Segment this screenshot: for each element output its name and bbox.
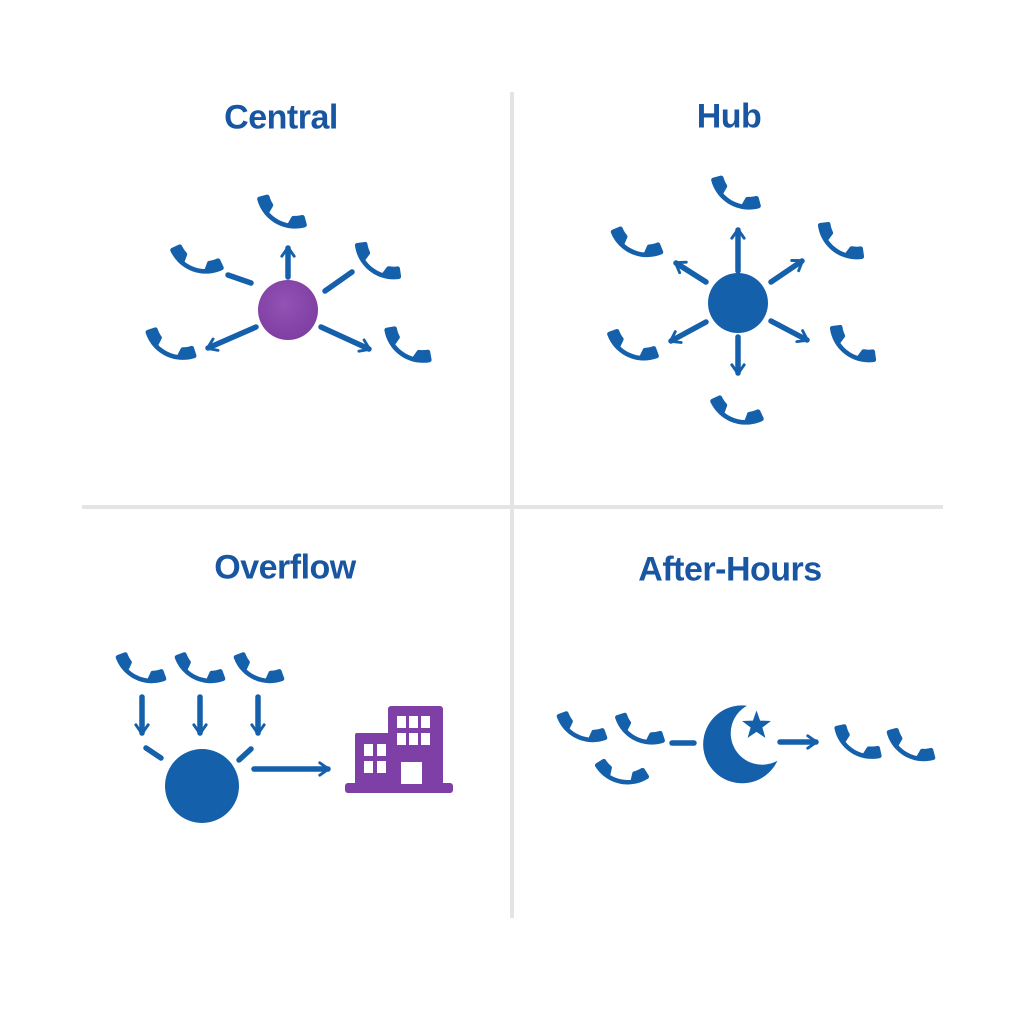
phone-icon bbox=[710, 167, 762, 219]
phone-icon bbox=[144, 317, 198, 371]
arrow-upper-right bbox=[768, 258, 805, 285]
phone-icon bbox=[594, 743, 650, 799]
phone-icon bbox=[829, 320, 877, 368]
window bbox=[397, 733, 406, 745]
building-icon bbox=[345, 706, 453, 793]
building-left-block bbox=[355, 733, 392, 787]
window bbox=[377, 744, 386, 756]
phone-icon bbox=[233, 642, 285, 694]
connector-dash-left bbox=[143, 745, 164, 761]
connector-upper-left bbox=[225, 272, 254, 286]
window bbox=[421, 733, 430, 745]
phone-icon bbox=[886, 720, 936, 770]
overflow-diagram bbox=[115, 642, 453, 823]
central-diagram bbox=[144, 186, 432, 371]
arrow-lower-right bbox=[768, 318, 810, 344]
star-icon bbox=[742, 710, 771, 738]
phone-icon bbox=[169, 231, 225, 287]
hub-title: Hub bbox=[696, 97, 762, 136]
phone-icon bbox=[174, 642, 226, 694]
arrow-down-left bbox=[205, 324, 259, 352]
phone-icon bbox=[833, 717, 883, 767]
phone-icon bbox=[354, 237, 402, 285]
phone-icon bbox=[614, 703, 666, 755]
window bbox=[364, 744, 373, 756]
arrow-upper-left bbox=[673, 260, 709, 285]
phone-icon bbox=[606, 318, 660, 372]
phone-icon bbox=[115, 642, 167, 694]
moon-icon bbox=[703, 705, 778, 784]
phone-icon bbox=[256, 186, 308, 238]
blue-circle-node bbox=[165, 749, 239, 823]
hub-diagram bbox=[606, 167, 877, 438]
connector-dash-right bbox=[236, 746, 254, 763]
central-title: Central bbox=[224, 98, 338, 137]
after-hours-title: After-Hours bbox=[638, 550, 822, 589]
window bbox=[377, 761, 386, 773]
phone-icon bbox=[709, 382, 765, 438]
after-hours-diagram bbox=[556, 701, 936, 799]
purple-circle-node bbox=[258, 280, 318, 340]
building-base bbox=[345, 783, 453, 793]
window bbox=[397, 716, 406, 728]
arrow-lower-left bbox=[668, 319, 709, 344]
phone-icon bbox=[610, 215, 664, 269]
phone-icon bbox=[384, 321, 432, 369]
connector-upper-right bbox=[322, 269, 355, 294]
window bbox=[409, 733, 418, 745]
overflow-title: Overflow bbox=[214, 548, 356, 587]
door bbox=[401, 762, 422, 784]
phone-icon bbox=[817, 217, 865, 265]
arrow-down-right bbox=[318, 324, 372, 353]
window bbox=[421, 716, 430, 728]
window bbox=[409, 716, 418, 728]
phone-icon bbox=[556, 701, 608, 753]
window bbox=[364, 761, 373, 773]
moon-star-icon bbox=[703, 705, 778, 784]
blue-circle-node bbox=[708, 273, 768, 333]
